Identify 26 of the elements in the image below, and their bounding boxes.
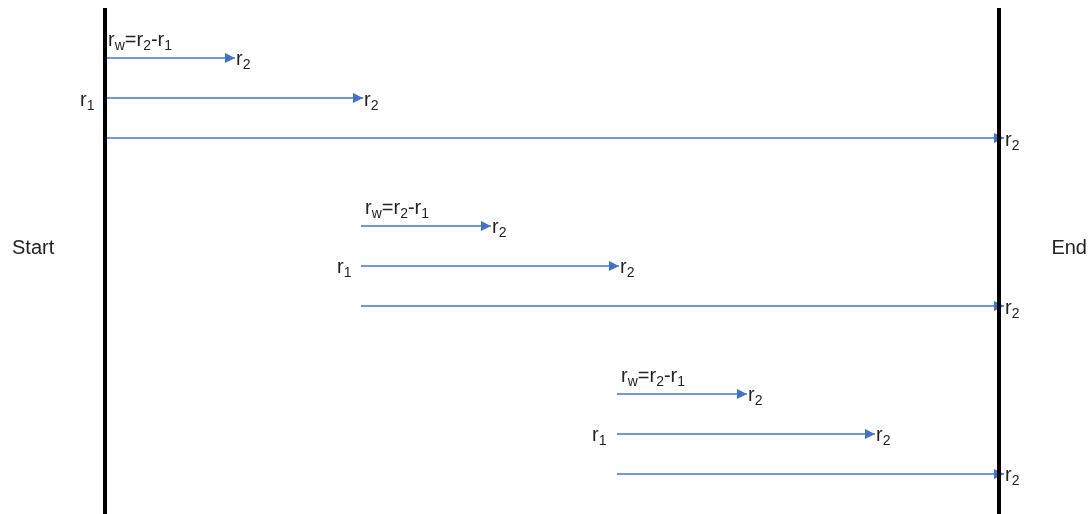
variable-label: r$_{2}$ (492, 215, 507, 237)
variable-label: r$_{2}$ (1005, 128, 1020, 150)
arrow (106, 133, 1005, 143)
variable-label: r$_{2}$ (620, 255, 635, 277)
arrow (616, 429, 876, 439)
variable-label: r$_{2}$ (748, 383, 763, 405)
arrow (360, 261, 620, 271)
arrow (360, 221, 492, 231)
variable-label: r$_{1}$ (592, 423, 607, 445)
variable-label: r$_{2}$ (1005, 296, 1020, 318)
arrow (106, 53, 236, 63)
edge-label: r$_{w}$=r$_{2}$-r$_{1}$ (108, 28, 173, 50)
arrow (360, 301, 1005, 311)
arrow (616, 389, 748, 399)
variable-label: r$_{1}$ (80, 88, 95, 110)
variable-label: r$_{2}$ (876, 423, 891, 445)
arrow (104, 93, 364, 103)
variable-label: r$_{2}$ (236, 47, 251, 69)
side-label: Start (12, 236, 55, 258)
edge-label: r$_{w}$=r$_{2}$-r$_{1}$ (365, 196, 430, 218)
variable-label: r$_{1}$ (337, 255, 352, 277)
side-label: End (1051, 236, 1087, 258)
arrow (616, 469, 1005, 479)
edge-label: r$_{w}$=r$_{2}$-r$_{1}$ (621, 364, 686, 386)
variable-label: r$_{2}$ (1005, 463, 1020, 485)
variable-label: r$_{2}$ (364, 88, 379, 110)
